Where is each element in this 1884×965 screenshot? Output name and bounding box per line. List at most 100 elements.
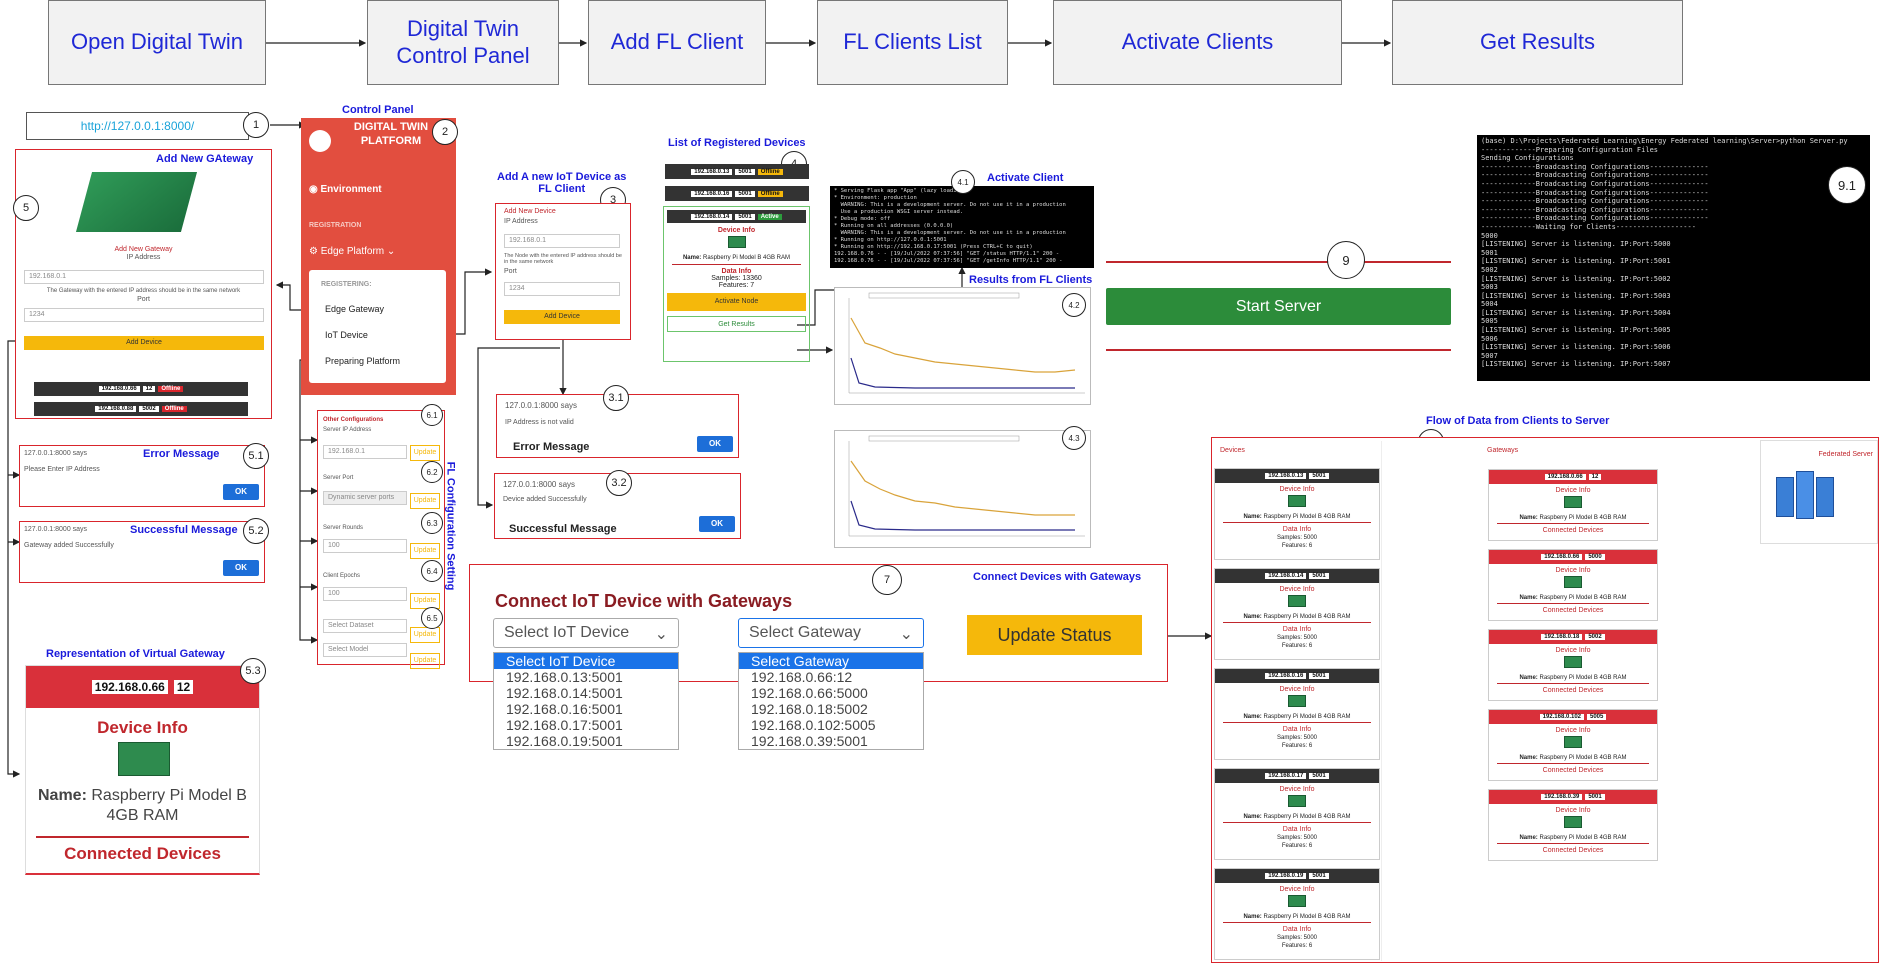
chart-1-line-b xyxy=(850,357,1075,389)
ok-button[interactable]: OK xyxy=(699,516,735,532)
dev-add-button[interactable]: Add Device xyxy=(504,310,620,324)
logo-icon xyxy=(309,130,331,152)
update-status-button[interactable]: Update Status xyxy=(967,615,1142,655)
gateway-options[interactable]: Select Gateway 192.168.0.66:12 192.168.0… xyxy=(738,652,924,750)
dev-ip-input[interactable]: 192.168.0.1 xyxy=(504,234,620,248)
step-number-6-1: 6.1 xyxy=(421,404,443,426)
server-port-input[interactable]: Dynamic server ports xyxy=(323,491,407,505)
dialog-caption: Error Message xyxy=(513,441,590,453)
option[interactable]: 192.168.0.17:5001 xyxy=(506,717,623,733)
gw-ip-label: IP Address xyxy=(126,254,161,261)
gw-add-button[interactable]: Add Device xyxy=(24,336,264,350)
model-select[interactable]: Select Model xyxy=(323,643,407,657)
start-server-button[interactable]: Start Server xyxy=(1106,288,1451,325)
gw-success-dialog: 127.0.0.1:8000 says Gateway added Succes… xyxy=(19,521,265,583)
dialog-title: 127.0.0.1:8000 says xyxy=(24,526,88,533)
step-number-4-2: 4.2 xyxy=(1062,293,1086,317)
submenu-preparing[interactable]: Preparing Platform xyxy=(325,356,401,366)
select-iot-device[interactable]: Select IoT Device⌄ xyxy=(493,618,679,648)
step-number-9: 9 xyxy=(1327,241,1365,279)
server-line-top xyxy=(1106,261,1451,263)
dev-port-label: Port xyxy=(504,268,517,275)
activate-node-button[interactable]: Activate Node xyxy=(667,293,806,311)
step-number-5-2: 5.2 xyxy=(243,518,269,544)
step-control-panel: Digital Twin Control Panel xyxy=(367,0,559,85)
sidebar-submenu: REGISTERING: Edge Gateway IoT Device Pre… xyxy=(309,270,446,383)
get-results-button[interactable]: Get Results xyxy=(667,316,806,332)
sidebar-item-environment[interactable]: ◉ Environment xyxy=(309,184,382,195)
server-icon xyxy=(1776,469,1836,524)
dev-error-dialog: 127.0.0.1:8000 says IP Address is not va… xyxy=(496,394,739,458)
label-list-devices: List of Registered Devices xyxy=(668,137,806,149)
sidebar-item-edge[interactable]: ⚙ Edge Platform ⌄ xyxy=(309,246,396,257)
step-fl-clients-list: FL Clients List xyxy=(817,0,1008,85)
step-number-7: 7 xyxy=(872,565,902,595)
chart-2-line-a xyxy=(850,460,1075,516)
dev-port-input[interactable]: 1234 xyxy=(504,282,620,296)
results-chart-1 xyxy=(834,287,1091,405)
step-number-5-3: 5.3 xyxy=(240,658,266,684)
ok-button[interactable]: OK xyxy=(223,484,259,500)
add-gateway-panel: Add New GAteway Add New Gateway IP Addre… xyxy=(15,149,272,419)
option[interactable]: 192.168.0.18:5002 xyxy=(751,701,868,717)
option[interactable]: 192.168.0.13:5001 xyxy=(506,669,623,685)
step-number-3-2: 3.2 xyxy=(606,470,632,496)
option[interactable]: 192.168.0.102:5005 xyxy=(751,717,876,733)
label-connect-devices: Connect Devices with Gateways xyxy=(973,571,1142,583)
epochs-input[interactable]: 100 xyxy=(323,587,407,601)
chart-1-legend xyxy=(868,292,1020,299)
raspberry-pi-image xyxy=(75,172,198,232)
dataset-select[interactable]: Select Dataset xyxy=(323,619,407,633)
label-flow-data: Flow of Data from Clients to Server xyxy=(1426,415,1610,427)
rounds-label: Server Rounds xyxy=(323,525,364,531)
option[interactable]: 192.168.0.66:12 xyxy=(751,669,853,685)
step-number-4-1: 4.1 xyxy=(951,170,975,194)
option[interactable]: 192.168.0.39:5001 xyxy=(751,733,868,749)
label-control-panel: Control Panel xyxy=(342,104,414,116)
vg-name: Name: Raspberry Pi Model B 4GB RAM xyxy=(38,787,247,824)
option-selected[interactable]: Select Gateway xyxy=(739,653,923,669)
dialog-title: 127.0.0.1:8000 says xyxy=(505,401,578,410)
dialog-title: 127.0.0.1:8000 says xyxy=(503,480,576,489)
device-options[interactable]: Select IoT Device 192.168.0.13:5001 192.… xyxy=(493,652,679,750)
server-ip-input[interactable]: 192.168.0.1 xyxy=(323,445,407,459)
ok-button[interactable]: OK xyxy=(697,436,733,452)
update-buttons[interactable]: Update Update Update Update Update Updat… xyxy=(410,445,440,669)
chart-2-svg xyxy=(848,435,1085,537)
option[interactable]: 192.168.0.16:5001 xyxy=(506,701,623,717)
gw-form-title: Add New Gateway xyxy=(114,246,173,253)
gateways-title: Gateways xyxy=(1487,447,1519,454)
config-title: Other Configurations xyxy=(323,417,384,423)
option-selected[interactable]: Select IoT Device xyxy=(494,653,678,669)
rounds-input[interactable]: 100 xyxy=(323,539,407,553)
gw-port-input[interactable]: 1234 xyxy=(24,308,264,322)
sidebar-title: DIGITAL TWIN PLATFORM xyxy=(353,121,429,147)
dev-form-title: Add New Device xyxy=(504,208,556,215)
select-gateway[interactable]: Select Gateway⌄ xyxy=(738,618,924,648)
step-activate-clients: Activate Clients xyxy=(1053,0,1342,85)
gw-ip-input[interactable]: 192.168.0.1 xyxy=(24,270,264,284)
epochs-label: Client Epochs xyxy=(323,573,361,579)
option[interactable]: 192.168.0.66:5000 xyxy=(751,685,868,701)
option[interactable]: 192.168.0.14:5001 xyxy=(506,685,623,701)
option[interactable]: 192.168.0.19:5001 xyxy=(506,733,623,749)
submenu-edge-gateway[interactable]: Edge Gateway xyxy=(325,304,385,314)
step-number-6-2: 6.2 xyxy=(421,461,443,483)
submenu-iot-device[interactable]: IoT Device xyxy=(325,330,368,340)
ok-button[interactable]: OK xyxy=(223,560,259,576)
step-number-6-5: 6.5 xyxy=(421,607,443,629)
card-data-title: Data Info xyxy=(721,268,752,275)
url-bar[interactable]: http://127.0.0.1:8000/ xyxy=(26,112,249,140)
gw-error-dialog: 127.0.0.1:8000 says Please Enter IP Addr… xyxy=(19,445,265,507)
devices-title: Devices xyxy=(1220,447,1245,454)
